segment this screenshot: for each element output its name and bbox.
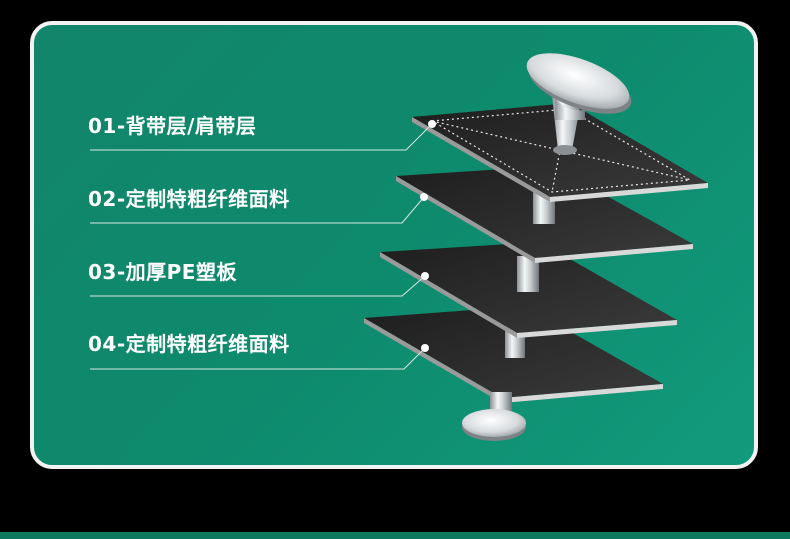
layer-label-03: 03-加厚PE塑板 (88, 260, 237, 284)
marker-dot-04 (421, 344, 429, 352)
rivet-base-icon (462, 409, 526, 441)
leader-line-04 (90, 347, 426, 370)
layer-label-04: 04-定制特粗纤维面料 (88, 332, 290, 356)
marker-dot-03 (421, 272, 429, 280)
marker-dot-02 (420, 193, 428, 201)
leader-line-01 (90, 123, 433, 151)
layer-label-01: 01-背带层/肩带层 (88, 114, 257, 138)
leader-line-02 (90, 196, 425, 224)
layer-label-02: 02-定制特粗纤维面料 (88, 187, 290, 211)
marker-dot-01 (428, 120, 436, 128)
rivet-shaft-23 (517, 256, 539, 292)
rivet-head-icon (526, 53, 632, 120)
bottom-strip (0, 532, 790, 539)
rivet-shaft-top-end (553, 145, 577, 155)
leader-line-03 (90, 275, 426, 297)
